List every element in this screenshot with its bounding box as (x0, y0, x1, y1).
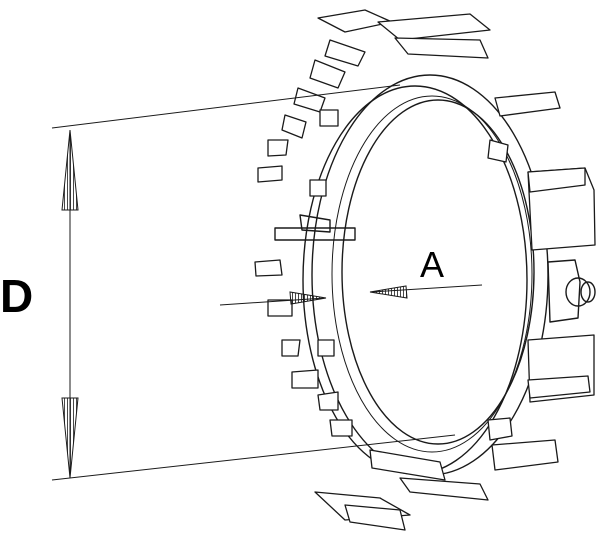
tooth (293, 87, 326, 113)
tooth (281, 339, 301, 357)
tooth (369, 449, 446, 481)
tooth (527, 167, 586, 193)
tooth (309, 179, 327, 197)
tooth (281, 114, 307, 139)
tooth (487, 139, 509, 163)
tooth (399, 477, 489, 501)
tooth (257, 165, 283, 183)
tooth (377, 13, 491, 41)
tooth (491, 439, 559, 471)
arrowhead-top (61, 129, 79, 211)
tooth (267, 299, 293, 317)
tooth (317, 339, 335, 357)
dimension-a: A (219, 244, 483, 306)
tooth (317, 9, 393, 33)
tooth (254, 259, 283, 277)
extension-line-bottom (51, 434, 456, 481)
tooth (494, 91, 561, 117)
tooth (527, 375, 591, 399)
extension-line-top (51, 84, 401, 129)
dimension-d: D (0, 84, 456, 481)
tooth (394, 37, 489, 59)
ring-teeth (254, 9, 596, 531)
tooth (344, 504, 406, 531)
ring-pin (547, 259, 596, 323)
pin-head (565, 277, 591, 307)
tooth (267, 139, 289, 157)
label-a: A (420, 244, 444, 285)
ring-inner-bore (341, 99, 535, 445)
tooth (309, 59, 346, 89)
arrowhead-left (289, 291, 327, 305)
arrowhead-right (369, 285, 408, 299)
tooth (317, 391, 339, 411)
arrowhead-bottom (61, 397, 79, 479)
tooth (329, 419, 353, 437)
ring-body (274, 74, 549, 476)
ring-split-gap (299, 214, 331, 233)
label-d: D (0, 270, 33, 322)
ring-inner-bore-edge (331, 95, 533, 453)
tooth (324, 39, 366, 67)
tooth (487, 417, 513, 441)
tooth (291, 369, 319, 389)
tooth (319, 109, 339, 127)
